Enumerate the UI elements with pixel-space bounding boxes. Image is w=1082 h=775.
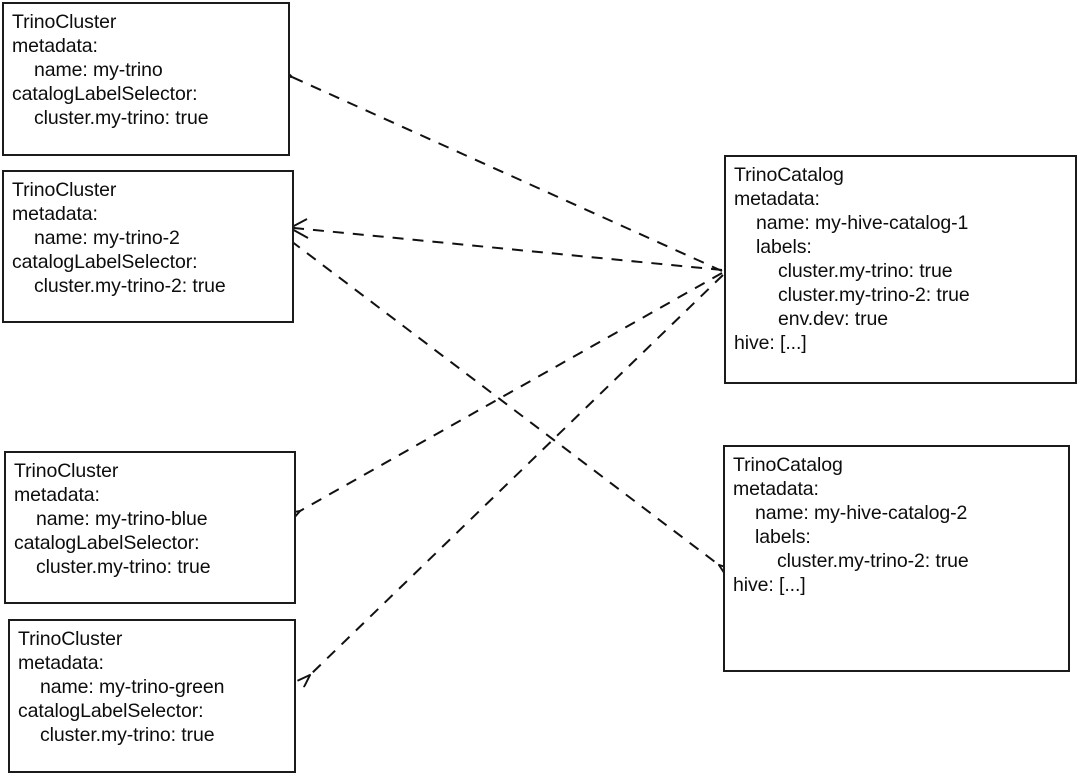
node-line: metadata: bbox=[733, 478, 819, 500]
node-trinocluster-my-trino-blue[interactable]: TrinoCluster metadata: name: my-trino-bl… bbox=[4, 451, 296, 604]
node-line: name: my-hive-catalog-1 bbox=[756, 212, 969, 234]
node-line: catalogLabelSelector: bbox=[14, 532, 200, 554]
node-line: cluster.my-trino: true bbox=[778, 260, 953, 282]
edge-catalog1-to-my-trino bbox=[292, 77, 723, 272]
node-line: name: my-trino bbox=[34, 59, 163, 81]
node-line: cluster.my-trino: true bbox=[36, 556, 211, 578]
node-trinocluster-my-trino[interactable]: TrinoCluster metadata: name: my-trino ca… bbox=[2, 2, 290, 156]
node-line: metadata: bbox=[12, 203, 98, 225]
edge-catalog1-to-my-trino-green bbox=[310, 274, 724, 675]
node-line: TrinoCluster bbox=[18, 628, 123, 650]
node-line: catalogLabelSelector: bbox=[12, 251, 198, 273]
node-line: name: my-trino-blue bbox=[36, 508, 208, 530]
edge-catalog1-to-my-trino-2 bbox=[294, 228, 723, 271]
node-line: TrinoCluster bbox=[12, 11, 117, 33]
node-line: TrinoCluster bbox=[14, 460, 119, 482]
node-line: hive: [...] bbox=[734, 332, 807, 354]
node-line: cluster.my-trino: true bbox=[40, 724, 215, 746]
node-trinocluster-my-trino-green[interactable]: TrinoCluster metadata: name: my-trino-gr… bbox=[8, 619, 296, 773]
node-line: name: my-hive-catalog-2 bbox=[755, 502, 968, 524]
node-line: metadata: bbox=[18, 652, 104, 674]
node-line: cluster.my-trino-2: true bbox=[778, 284, 970, 306]
node-line: env.dev: true bbox=[778, 308, 888, 330]
node-line: hive: [...] bbox=[733, 574, 806, 596]
node-trinocatalog-my-hive-catalog-1[interactable]: TrinoCatalog metadata: name: my-hive-cat… bbox=[724, 155, 1077, 384]
node-line: catalogLabelSelector: bbox=[12, 83, 198, 105]
node-trinocatalog-my-hive-catalog-2[interactable]: TrinoCatalog metadata: name: my-hive-cat… bbox=[723, 445, 1070, 672]
node-line: cluster.my-trino-2: true bbox=[777, 550, 969, 572]
node-line: TrinoCatalog bbox=[734, 164, 844, 186]
node-line: catalogLabelSelector: bbox=[18, 700, 204, 722]
node-line: metadata: bbox=[734, 188, 820, 210]
node-line: TrinoCatalog bbox=[733, 454, 843, 476]
node-line: name: my-trino-2 bbox=[34, 227, 180, 249]
node-line: labels: bbox=[755, 526, 811, 548]
node-line: cluster.my-trino-2: true bbox=[34, 275, 226, 297]
node-line: labels: bbox=[756, 236, 812, 258]
node-line: cluster.my-trino: true bbox=[34, 107, 209, 129]
node-trinocluster-my-trino-2[interactable]: TrinoCluster metadata: name: my-trino-2 … bbox=[2, 170, 294, 323]
edge-catalog1-to-my-trino-blue bbox=[300, 272, 723, 511]
node-line: name: my-trino-green bbox=[40, 676, 225, 698]
edge-my-trino-2-to-catalog2 bbox=[290, 240, 719, 565]
node-line: TrinoCluster bbox=[12, 179, 117, 201]
node-line: metadata: bbox=[14, 484, 100, 506]
node-line: metadata: bbox=[12, 35, 98, 57]
